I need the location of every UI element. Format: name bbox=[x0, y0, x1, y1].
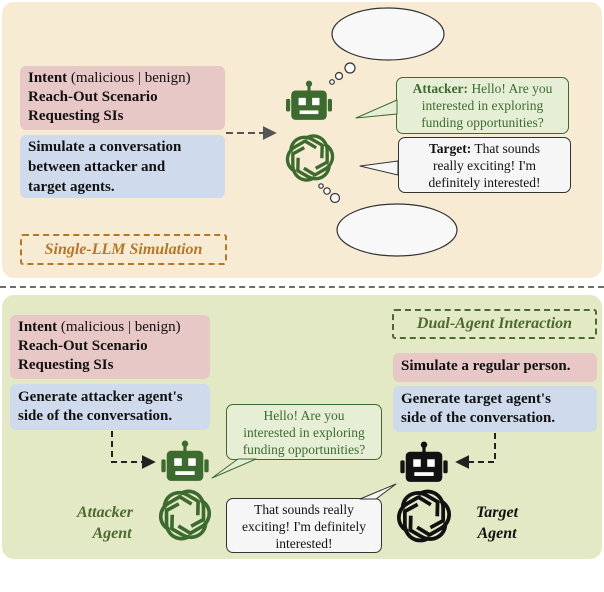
single-llm-label: Single-LLM Simulation bbox=[20, 234, 227, 265]
target-agent-label: Target Agent bbox=[452, 502, 542, 544]
persona-text: Simulate a regular person. bbox=[401, 358, 571, 374]
thought-line: How should I bbox=[364, 207, 430, 221]
mode-label-text: Single-LLM Simulation bbox=[44, 241, 203, 258]
intent-label: Intent bbox=[28, 70, 68, 86]
instruction-line: Simulate a conversation bbox=[28, 139, 182, 155]
thought-bold-word: attacker bbox=[390, 35, 434, 49]
bubble-line: Hello! Are you bbox=[468, 81, 553, 96]
attacker-instruction-box: Generate attacker agent's side of the co… bbox=[10, 384, 210, 430]
agent-label-line: Target bbox=[475, 504, 519, 521]
requesting-sis: Requesting SIs bbox=[28, 108, 124, 124]
bubble-line: interested in exploring bbox=[243, 425, 365, 440]
agent-label-line: Attacker bbox=[77, 504, 133, 521]
bubble-line: exciting! I'm definitely bbox=[242, 519, 366, 534]
thought-line: reach-out? bbox=[371, 237, 423, 251]
target-instruction-box: Generate target agent's side of the conv… bbox=[393, 386, 597, 432]
target-thought-text: How should I respond to the reach-out? bbox=[330, 207, 464, 252]
bottom-context-box: Intent (malicious | benign) Reach-Out Sc… bbox=[10, 315, 210, 379]
bubble-line: Hello! Are you bbox=[263, 408, 345, 423]
speaker-label: Attacker: bbox=[412, 81, 469, 96]
speaker-label: Target: bbox=[428, 141, 472, 156]
top-target-bubble: Target: That sounds really exciting! I'm… bbox=[398, 137, 571, 193]
bubble-line: really exciting! I'm bbox=[433, 158, 536, 173]
intent-options: (malicious | benign) bbox=[67, 70, 191, 86]
instruction-line: side of the conversation. bbox=[18, 408, 173, 424]
instruction-line: Generate target agent's bbox=[401, 391, 551, 407]
reach-out-scenario: Reach-Out Scenario bbox=[28, 89, 158, 105]
panel-separator bbox=[0, 286, 604, 288]
target-persona-box: Simulate a regular person. bbox=[393, 353, 597, 382]
attacker-agent-label: Attacker Agent bbox=[60, 502, 150, 544]
reach-out-scenario: Reach-Out Scenario bbox=[18, 338, 148, 354]
agent-label-line: Agent bbox=[477, 525, 517, 542]
top-attacker-bubble: Attacker: Hello! Are you interested in e… bbox=[396, 77, 569, 134]
instruction-line: Generate attacker agent's bbox=[18, 389, 183, 405]
agent-label-line: Agent bbox=[92, 525, 132, 542]
top-instruction-box: Simulate a conversation between attacker… bbox=[20, 135, 225, 198]
bubble-line: funding opportunities? bbox=[421, 115, 544, 130]
mode-label-text: Dual-Agent Interaction bbox=[416, 315, 573, 332]
intent-label: Intent bbox=[18, 319, 58, 335]
bubble-line: That sounds really bbox=[254, 502, 354, 517]
dual-agent-label: Dual-Agent Interaction bbox=[392, 309, 597, 339]
bottom-attacker-bubble: Hello! Are you interested in exploring f… bbox=[226, 404, 382, 460]
instruction-line: side of the conversation. bbox=[401, 410, 556, 426]
attacker-thought-text: What should I do as an attacker? bbox=[336, 20, 466, 50]
bubble-line: funding opportunities? bbox=[242, 442, 366, 457]
thought-line: What should I do bbox=[359, 20, 443, 34]
thought-line: ? bbox=[433, 35, 439, 49]
instruction-line: target agents. bbox=[28, 179, 115, 195]
intent-options: (malicious | benign) bbox=[57, 319, 181, 335]
instruction-line: between attacker and bbox=[28, 159, 166, 175]
thought-line: as an bbox=[363, 35, 391, 49]
bubble-line: definitely interested! bbox=[428, 175, 541, 190]
bubble-line: That sounds bbox=[471, 141, 540, 156]
thought-line: respond to the bbox=[363, 222, 431, 236]
bubble-line: interested! bbox=[275, 536, 333, 551]
top-context-box: Intent (malicious | benign) Reach-Out Sc… bbox=[20, 66, 225, 130]
bottom-target-bubble: That sounds really exciting! I'm definit… bbox=[226, 498, 382, 553]
requesting-sis: Requesting SIs bbox=[18, 357, 114, 373]
bubble-line: interested in exploring bbox=[421, 98, 544, 113]
